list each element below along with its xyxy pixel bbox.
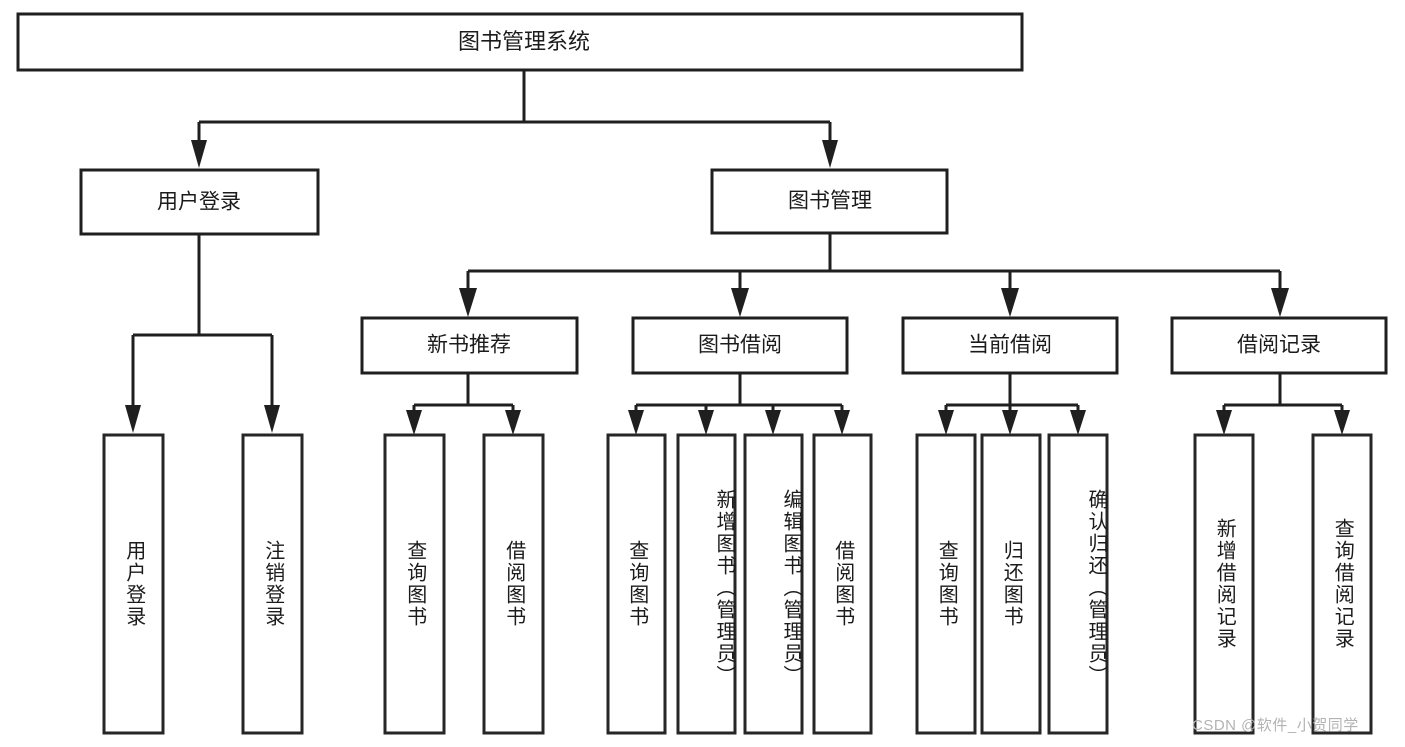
- node-book-borrow-box[interactable]: [631, 316, 849, 375]
- arrow-leaf-cb-return: [1002, 410, 1018, 435]
- arrow-leaf-bb-query: [628, 410, 644, 435]
- leaf-nbr-borrow-box[interactable]: [482, 433, 545, 735]
- leaf-cb-query-box[interactable]: [915, 433, 977, 735]
- node-user-login-box[interactable]: [79, 168, 320, 236]
- leaf-cb-return-box[interactable]: [980, 433, 1042, 735]
- arrow-current-borrow: [1001, 288, 1019, 317]
- node-book-borrow-label: 图书借阅: [698, 334, 782, 357]
- node-new-book-rec-box[interactable]: [360, 316, 579, 375]
- node-book-manage-label: 图书管理: [788, 190, 872, 213]
- arrow-leaf-user-logout: [264, 405, 280, 433]
- connectors: [125, 70, 1350, 435]
- node-current-borrow-label: 当前借阅: [968, 334, 1052, 357]
- leaf-bb-edit-box[interactable]: [743, 433, 804, 735]
- node-root-box[interactable]: [16, 12, 1024, 72]
- nodes: 图书管理系统 用户登录 图书管理 新书推荐 图书借阅 当前借阅 借阅记录: [16, 12, 1388, 735]
- leaf-user-login-box[interactable]: [102, 433, 165, 735]
- leaf-user-logout-box[interactable]: [241, 433, 304, 735]
- arrow-leaf-bb-edit: [765, 410, 781, 435]
- arrow-leaf-nbr-borrow: [505, 410, 521, 435]
- arrow-leaf-user-login: [125, 405, 141, 433]
- node-root-label: 图书管理系统: [458, 29, 590, 54]
- arrow-book-manage: [822, 140, 838, 168]
- arrow-leaf-cb-query: [938, 410, 954, 435]
- leaf-br-query-box[interactable]: [1311, 433, 1373, 735]
- watermark-text: CSDN @软件_小贺同学: [1192, 717, 1359, 734]
- arrow-new-book-rec: [459, 288, 477, 317]
- arrow-leaf-bb-borrow: [834, 410, 850, 435]
- leaf-bb-borrow-box[interactable]: [812, 433, 873, 735]
- arrow-leaf-nbr-query: [406, 410, 422, 435]
- arrow-borrow-record: [1271, 288, 1289, 317]
- node-current-borrow-box[interactable]: [901, 316, 1119, 375]
- node-new-book-rec-label: 新书推荐: [427, 334, 511, 357]
- node-borrow-record-label: 借阅记录: [1237, 334, 1321, 357]
- arrow-leaf-bb-add: [698, 410, 714, 435]
- arrow-book-borrow: [731, 288, 749, 317]
- node-book-manage-box[interactable]: [710, 168, 949, 235]
- node-user-login-label: 用户登录: [157, 191, 241, 214]
- arrow-leaf-cb-confirm: [1070, 410, 1086, 435]
- arrow-leaf-br-query: [1334, 410, 1350, 435]
- arrow-leaf-br-add: [1216, 410, 1232, 435]
- leaf-bb-query-box[interactable]: [606, 433, 667, 735]
- arrow-user-login: [191, 140, 207, 168]
- leaf-cb-confirm-box[interactable]: [1047, 433, 1109, 735]
- node-borrow-record-box[interactable]: [1170, 316, 1388, 375]
- leaf-bb-add-box[interactable]: [676, 433, 737, 735]
- leaf-nbr-query-box[interactable]: [383, 433, 446, 735]
- leaf-br-add-box[interactable]: [1193, 433, 1255, 735]
